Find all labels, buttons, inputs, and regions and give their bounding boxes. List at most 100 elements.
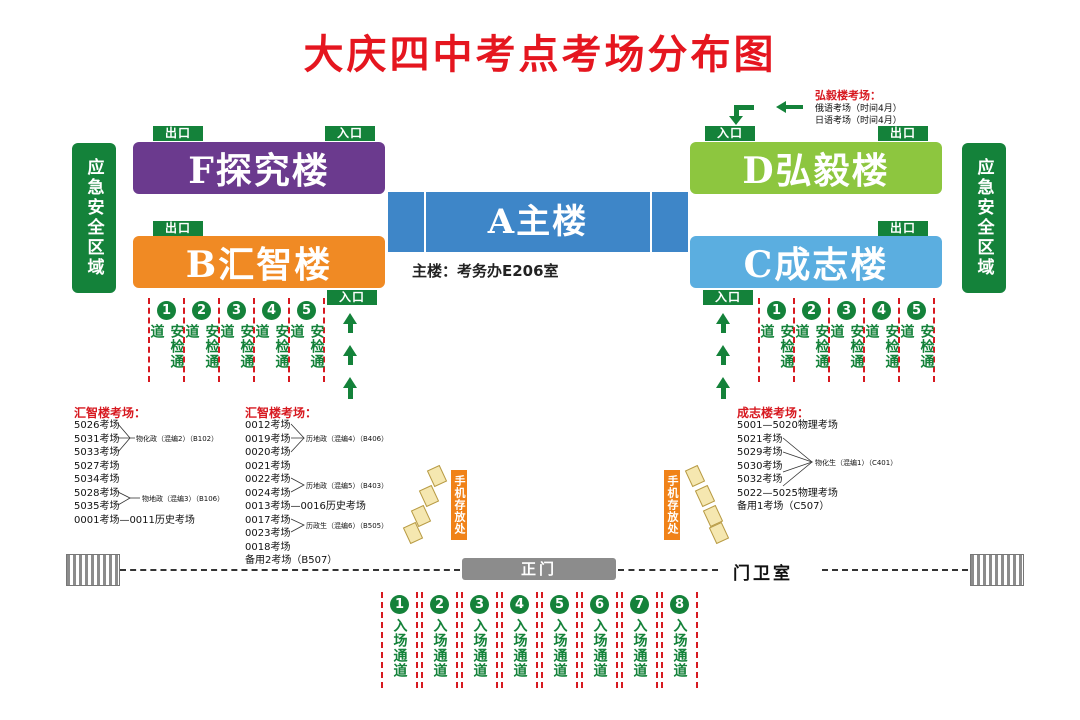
chengzhi-rooms: 5001—5020物理考场 5021考场 5029考场 5030考场 5032考…	[737, 419, 838, 514]
barrier-right	[970, 554, 1024, 586]
entrance-tag: 入口	[705, 126, 755, 141]
room-item: 5028考场	[74, 487, 120, 499]
building-d[interactable]: D弘毅楼	[690, 142, 942, 194]
security-lane-left-5: 5 安检通道	[288, 298, 325, 382]
building-a-block[interactable]: A主楼	[388, 192, 688, 252]
lane-label: 安检通道	[148, 324, 185, 369]
building-a-label: A主楼	[487, 202, 589, 242]
entry-lane-6: 6 入场通道	[581, 592, 618, 688]
entrance-tag: 入口	[325, 126, 375, 141]
lane-number: 1	[767, 301, 786, 320]
main-office-label: 主楼：考务办E206室	[412, 262, 559, 280]
huizhi-left-rooms: 5026考场 5031考场 5033考场 5027考场 5034考场 5028考…	[74, 419, 195, 527]
room-item: 0018考场	[245, 541, 291, 553]
room-item: 0020考场	[245, 447, 291, 458]
lane-number: 1	[157, 301, 176, 320]
lane-number: 4	[262, 301, 281, 320]
guard-room: 门卫室	[733, 564, 793, 584]
lane-label: 入场通道	[631, 618, 648, 678]
lane-number: 3	[837, 301, 856, 320]
huizhi-mid-rooms: 0012考场 0019考场 0020考场 0021考场 0022考场 0024考…	[245, 419, 366, 568]
lane-label: 入场通道	[431, 618, 448, 678]
lane-number: 2	[802, 301, 821, 320]
lane-number: 2	[430, 595, 449, 614]
group-label: 物化政（混编2）（B102）	[136, 435, 219, 443]
group-label: 历地政（混编4）（B406）	[306, 435, 389, 443]
emergency-zone-left: 应急安全区域	[72, 143, 116, 293]
lane-label: 入场通道	[671, 618, 688, 678]
lane-label: 安检通道	[793, 324, 830, 369]
room-item: 0001考场—0011历史考场	[74, 514, 195, 526]
group-label: 历政生（混编6）（B505）	[306, 522, 389, 530]
lane-number: 4	[510, 595, 529, 614]
room-item: 0013考场—0016历史考场	[245, 501, 366, 512]
huizhi-mid-title: 汇智楼考场：	[245, 406, 318, 420]
lane-number: 2	[192, 301, 211, 320]
huizhi-left-title: 汇智楼考场：	[74, 406, 147, 420]
lane-label: 入场通道	[551, 618, 568, 678]
lane-label: 安检通道	[898, 324, 935, 369]
exit-tag: 出口	[878, 221, 928, 236]
security-lane-right-2: 2 安检通道	[793, 298, 830, 382]
lane-number: 5	[550, 595, 569, 614]
lane-number: 8	[670, 595, 689, 614]
lane-label: 安检通道	[758, 324, 795, 369]
building-c[interactable]: C成志楼	[690, 236, 942, 288]
lane-label: 安检通道	[828, 324, 865, 369]
group-label: 物化生（混编1）（C401）	[815, 459, 898, 467]
room-item: 5021考场	[737, 433, 783, 445]
room-item: 5031考场	[74, 433, 120, 445]
building-b[interactable]: B汇智楼	[133, 236, 385, 288]
lane-label: 安检通道	[183, 324, 220, 369]
lane-number: 5	[297, 301, 316, 320]
room-item: 备用2考场（B507）	[245, 555, 338, 566]
exit-tag: 出口	[153, 126, 203, 141]
room-item: 5030考场	[737, 460, 783, 472]
room-item: 备用1考场（C507）	[737, 501, 830, 512]
lane-label: 入场通道	[591, 618, 608, 678]
entrance-tag: 入口	[327, 290, 377, 305]
entry-lane-7: 7 入场通道	[621, 592, 658, 688]
entry-lane-3: 3 入场通道	[461, 592, 498, 688]
main-gate[interactable]: 正门	[462, 558, 616, 580]
exit-tag: 出口	[878, 126, 928, 141]
entry-lane-2: 2 入场通道	[421, 592, 458, 688]
entry-lane-4: 4 入场通道	[501, 592, 538, 688]
room-item: 5032考场	[737, 474, 783, 485]
security-lane-right-5: 5 安检通道	[898, 298, 935, 382]
lane-number: 5	[907, 301, 926, 320]
entry-lane-1: 1 入场通道	[381, 592, 418, 688]
road-line	[822, 569, 968, 571]
page-title: 大庆四中考点考场分布图	[303, 32, 777, 78]
entry-lane-5: 5 入场通道	[541, 592, 578, 688]
lane-label: 入场通道	[511, 618, 528, 678]
security-lane-right-1: 1 安检通道	[758, 298, 795, 382]
barrier-left	[66, 554, 120, 586]
room-item: 0012考场	[245, 420, 291, 431]
hongyi-note-title: 弘毅楼考场：	[815, 89, 881, 102]
lane-number: 1	[390, 595, 409, 614]
room-item: 5033考场	[74, 447, 120, 458]
lane-number: 6	[590, 595, 609, 614]
road-line	[618, 569, 718, 571]
lane-label: 安检通道	[253, 324, 290, 369]
phone-storage-right: 手机存放处	[664, 470, 680, 540]
lane-number: 7	[630, 595, 649, 614]
room-item: 0021考场	[245, 460, 291, 472]
lane-number: 4	[872, 301, 891, 320]
building-f[interactable]: F探究楼	[133, 142, 385, 194]
lane-number: 3	[470, 595, 489, 614]
room-item: 5001—5020物理考场	[737, 420, 838, 431]
room-item: 5029考场	[737, 447, 783, 458]
entrance-tag: 入口	[703, 290, 753, 305]
lane-label: 安检通道	[863, 324, 900, 369]
emergency-zone-right: 应急安全区域	[962, 143, 1006, 293]
chengzhi-title: 成志楼考场：	[737, 406, 810, 420]
room-item: 5022—5025物理考场	[737, 487, 838, 499]
lane-label: 安检通道	[218, 324, 255, 369]
hongyi-note-line: 日语考场（时间4月）	[815, 116, 902, 126]
entry-lane-8: 8 入场通道	[661, 592, 698, 688]
room-item: 5035考场	[74, 501, 120, 512]
room-item: 0022考场	[245, 474, 291, 485]
room-item: 0017考场	[245, 514, 291, 526]
